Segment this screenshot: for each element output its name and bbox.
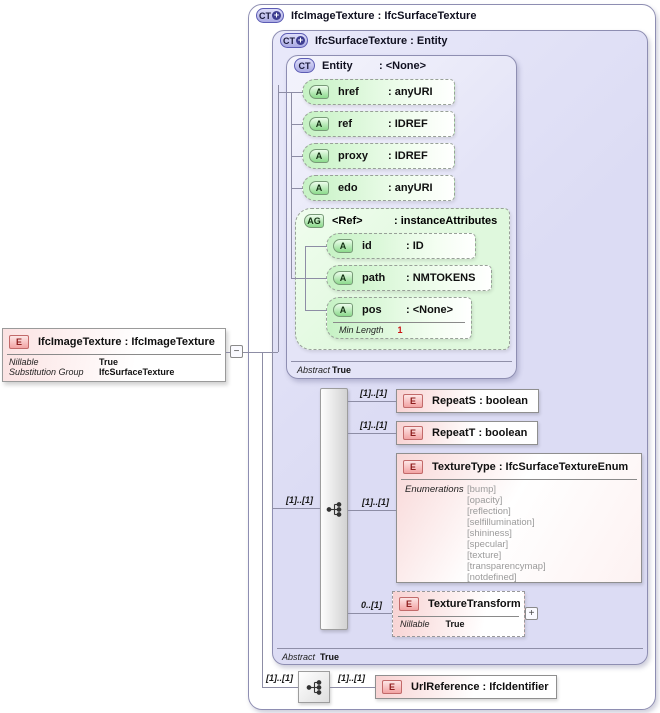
- connector-line: [291, 92, 292, 278]
- derived-plus-icon: +: [296, 35, 305, 45]
- connector-line: [291, 278, 327, 279]
- entity-type-header[interactable]: CT Entity : <None>: [294, 58, 426, 73]
- separator: [7, 354, 221, 355]
- surface-type-header[interactable]: CT+ IfcSurfaceTexture : Entity: [280, 33, 447, 48]
- connector-line: [348, 433, 396, 434]
- element-texturetype-header: E TextureType : IfcSurfaceTextureEnum: [397, 454, 641, 479]
- complextype-ifcimagetexture-box[interactable]: [248, 4, 656, 710]
- sequence-compositor[interactable]: [298, 671, 330, 703]
- element-icon: E: [403, 426, 423, 440]
- attribute-icon: A: [309, 149, 329, 163]
- surface-abstract-label: Abstract: [282, 652, 316, 662]
- element-icon: E: [403, 459, 423, 474]
- element-repeatt[interactable]: E RepeatT : boolean: [396, 421, 538, 445]
- connector-line: [226, 352, 278, 353]
- separator: [398, 616, 519, 617]
- connector-line: [262, 352, 263, 687]
- sequence-icon: [306, 679, 321, 695]
- complextype-icon: CT+: [256, 8, 284, 23]
- attribute-icon: A: [333, 271, 353, 285]
- element-texturetype[interactable]: E TextureType : IfcSurfaceTextureEnum En…: [396, 453, 642, 583]
- cardinality-repeatt: [1]..[1]: [360, 420, 387, 430]
- cardinality-repeats: [1]..[1]: [360, 388, 387, 398]
- attribute-pos[interactable]: A pos : <None> Min Length 1: [326, 297, 472, 339]
- attribute-icon: A: [309, 181, 329, 195]
- element-icon: E: [403, 394, 423, 408]
- root-element-header: E IfcImageTexture : IfcImageTexture: [3, 329, 225, 354]
- connector-line: [305, 246, 327, 247]
- root-element-props: Nillable True Substitution Group IfcSurf…: [9, 357, 175, 377]
- cardinality-texturetransform: 0..[1]: [361, 600, 383, 610]
- entity-abstract-value: True: [332, 365, 352, 375]
- connector-line: [272, 85, 273, 508]
- connector-line: [348, 510, 396, 511]
- connector-line: [330, 687, 375, 688]
- connector-line: [272, 508, 320, 509]
- element-icon: E: [9, 334, 29, 349]
- connector-line: [291, 124, 303, 125]
- separator: [291, 361, 512, 362]
- cardinality-urlreference: [1]..[1]: [338, 673, 365, 683]
- element-icon: E: [382, 680, 402, 694]
- surface-type-title: IfcSurfaceTexture : Entity: [315, 34, 448, 47]
- complextype-icon: CT+: [280, 33, 308, 48]
- connector-line: [262, 687, 298, 688]
- connector-line: [278, 92, 303, 93]
- attribute-group-icon: AG: [304, 214, 324, 228]
- connector-line: [348, 613, 392, 614]
- element-texturetransform-header: E TextureTransform: [393, 592, 524, 616]
- attribute-proxy[interactable]: A proxy : IDREF: [302, 143, 455, 169]
- collapse-button[interactable]: −: [230, 345, 243, 358]
- connector-line: [305, 246, 306, 310]
- connector-line: [291, 188, 303, 189]
- attribute-href[interactable]: A href : anyURI: [302, 79, 455, 105]
- texturetransform-props: Nillable True: [400, 619, 465, 629]
- entity-type-name: Entity: [322, 59, 353, 72]
- connector-line: [278, 85, 279, 352]
- outer-type-header[interactable]: CT+ IfcImageTexture : IfcSurfaceTexture: [256, 8, 476, 23]
- entity-type-base: : <None>: [379, 59, 427, 72]
- cardinality-sequence-in: [1]..[1]: [286, 495, 313, 505]
- attribute-icon: A: [333, 239, 353, 253]
- connector-line: [348, 401, 396, 402]
- surface-abstract-value: True: [320, 652, 340, 662]
- derived-plus-icon: +: [272, 10, 281, 20]
- separator: [333, 322, 465, 323]
- attribute-pos-row: A pos : <None>: [327, 298, 471, 322]
- attribute-icon: A: [333, 303, 353, 317]
- complextype-icon: CT: [294, 58, 315, 73]
- cardinality-texturetype: [1]..[1]: [362, 497, 389, 507]
- connector-line: [291, 156, 303, 157]
- attribute-path[interactable]: A path : NMTOKENS: [326, 265, 492, 291]
- attribute-group-type: : instanceAttributes: [394, 215, 498, 227]
- cardinality-url-sequence-in: [1]..[1]: [266, 673, 293, 683]
- attribute-icon: A: [309, 85, 329, 99]
- sequence-icon: [326, 501, 341, 517]
- attribute-id[interactable]: A id : ID: [326, 233, 476, 259]
- separator: [277, 648, 643, 649]
- element-icon: E: [399, 597, 419, 611]
- element-texturetransform[interactable]: E TextureTransform Nillable True: [392, 591, 525, 637]
- expand-button[interactable]: +: [525, 607, 538, 620]
- element-urlreference[interactable]: E UrlReference : IfcIdentifier: [375, 675, 557, 699]
- connector-line: [305, 310, 327, 311]
- texturetype-enumerations: Enumerations [bump] [opacity] [reflectio…: [405, 484, 546, 583]
- entity-abstract-label: Abstract: [297, 365, 331, 375]
- attribute-ref[interactable]: A ref : IDREF: [302, 111, 455, 137]
- attribute-edo[interactable]: A edo : anyURI: [302, 175, 455, 201]
- outer-type-title: IfcImageTexture : IfcSurfaceTexture: [291, 9, 477, 22]
- separator: [401, 479, 637, 480]
- attribute-group-header: AG <Ref> : instanceAttributes: [304, 214, 497, 228]
- attribute-pos-facets: Min Length 1: [339, 325, 403, 335]
- sequence-compositor[interactable]: [320, 388, 348, 630]
- root-element-ifcimagetexture[interactable]: E IfcImageTexture : IfcImageTexture Nill…: [2, 328, 226, 382]
- attribute-icon: A: [309, 117, 329, 131]
- element-repeats[interactable]: E RepeatS : boolean: [396, 389, 539, 413]
